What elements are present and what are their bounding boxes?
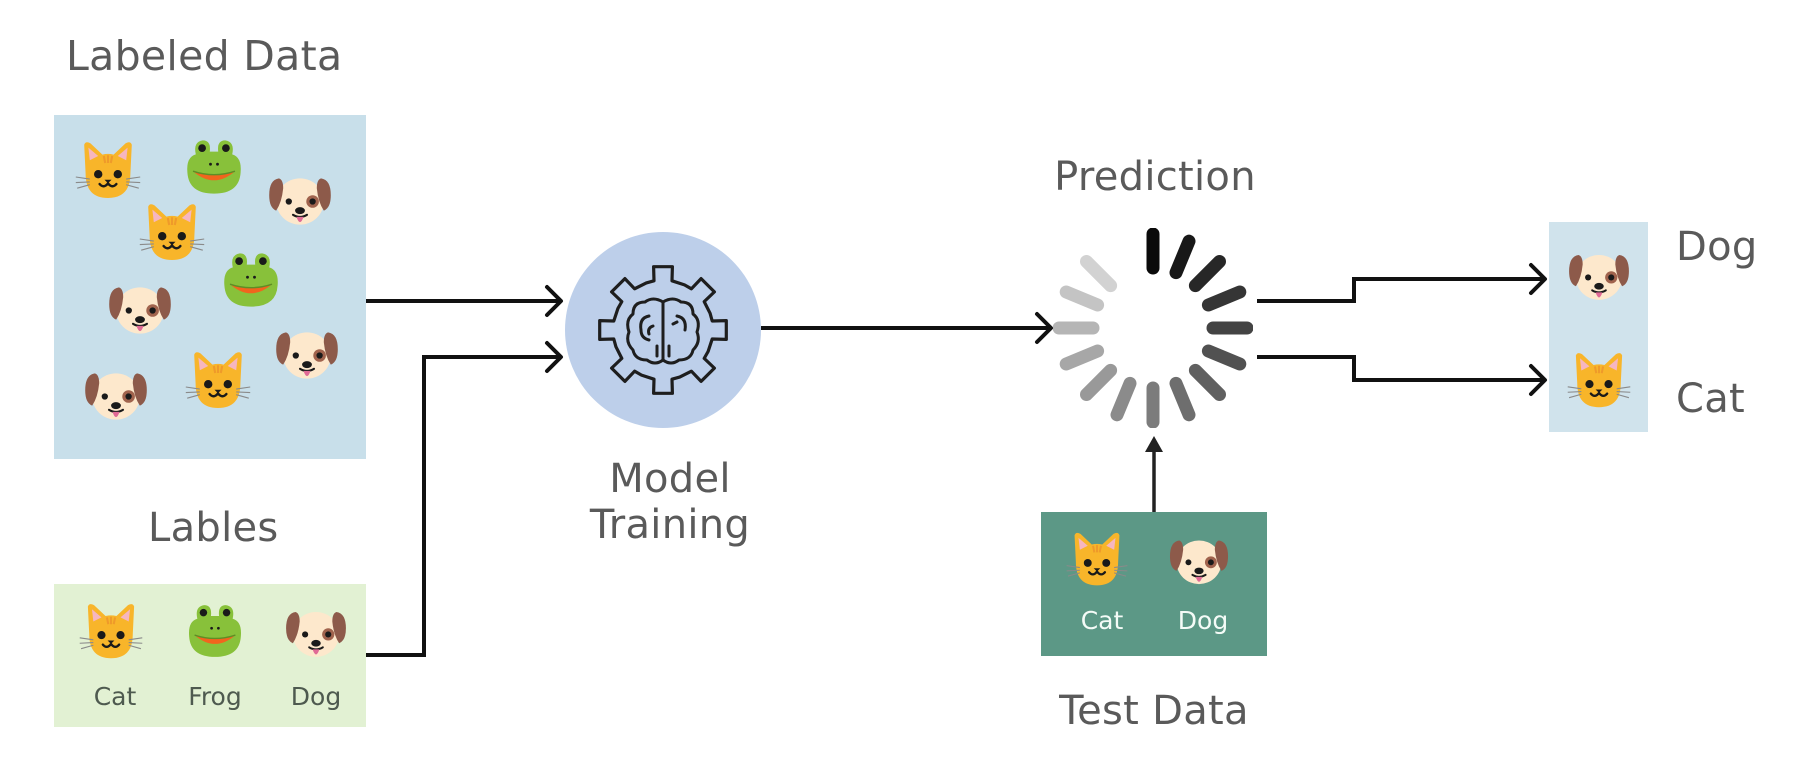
- gear-outline: [598, 265, 728, 395]
- model-training-title-line1: Model: [609, 456, 731, 502]
- model-training-title-line2: Training: [589, 502, 751, 548]
- arrow-prediction-to-cat: [1257, 355, 1545, 382]
- spinner-bar: [1059, 344, 1105, 371]
- labels-box: Cat Frog Dog: [54, 584, 366, 727]
- labeled-data-box: [54, 115, 366, 459]
- spinner-bar: [1201, 344, 1247, 371]
- spinner-bar: [1188, 363, 1226, 401]
- spinner-bar: [1080, 255, 1118, 293]
- gear-brain-icon: [598, 265, 728, 395]
- test-label-cat: Cat: [1080, 606, 1124, 635]
- spinner-bar: [1080, 363, 1118, 401]
- arrow-labels-to-model-head: [545, 341, 563, 373]
- test-data-box: Cat Dog: [1041, 512, 1267, 656]
- label-frog: Frog: [188, 682, 242, 711]
- output-box: [1549, 222, 1648, 432]
- spinner-bar: [1169, 376, 1196, 422]
- arrow-test-to-prediction-head: [1145, 436, 1163, 452]
- arrow-labeled-to-model-head: [545, 285, 563, 317]
- test-label-dog: Dog: [1177, 606, 1229, 635]
- spinner-bar: [1059, 285, 1105, 312]
- arrow-labels-to-model: [366, 355, 561, 657]
- spinner-bar: [1169, 234, 1196, 280]
- spinner-bar: [1201, 285, 1247, 312]
- label-cat: Cat: [93, 682, 137, 711]
- labels-title: Lables: [148, 505, 279, 551]
- prediction-title: Prediction: [1054, 154, 1256, 200]
- output-label-dog: Dog: [1676, 224, 1758, 270]
- arrow-prediction-to-cat-head: [1529, 364, 1547, 396]
- arrow-prediction-to-dog: [1257, 277, 1545, 303]
- arrow-prediction-to-dog-head: [1529, 263, 1547, 295]
- labeled-data-title: Labeled Data: [66, 32, 343, 80]
- output-label-cat: Cat: [1676, 376, 1746, 422]
- loading-spinner-icon: [1053, 228, 1253, 428]
- label-dog: Dog: [290, 682, 342, 711]
- spinner-bar: [1110, 376, 1137, 422]
- test-data-title: Test Data: [1059, 688, 1249, 734]
- arrow-model-to-prediction-head: [1035, 312, 1053, 344]
- spinner-bar: [1188, 255, 1226, 293]
